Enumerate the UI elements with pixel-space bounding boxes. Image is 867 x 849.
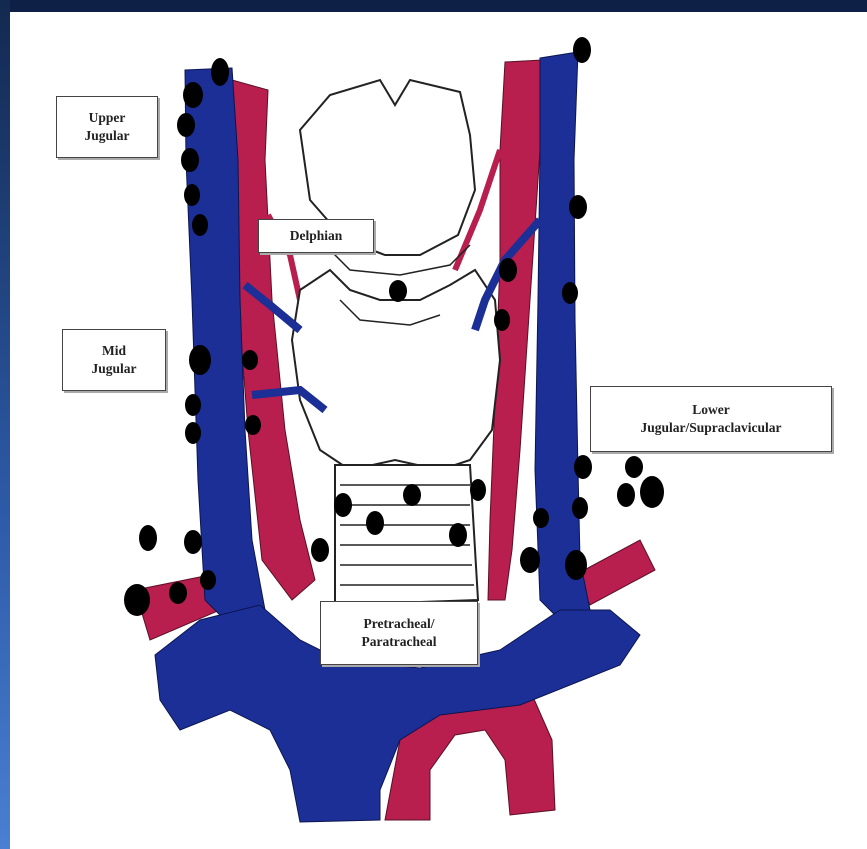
label-mid-jugular-line2: Jugular xyxy=(91,360,136,378)
label-lower-jugular-supraclavicular: Lower Jugular/Supraclavicular xyxy=(590,386,832,452)
label-mid-jugular: Mid Jugular xyxy=(62,329,166,391)
label-pretracheal-line2: Paratracheal xyxy=(362,633,437,651)
label-pretracheal-line1: Pretracheal/ xyxy=(364,615,435,633)
label-upper-jugular-line2: Jugular xyxy=(84,127,129,145)
right-internal-jugular-vein xyxy=(535,52,590,620)
label-mid-jugular-line1: Mid xyxy=(102,342,126,360)
label-lower-jugular-line1: Lower xyxy=(692,401,730,419)
label-upper-jugular-line1: Upper xyxy=(89,109,126,127)
label-delphian: Delphian xyxy=(258,219,374,253)
label-upper-jugular: Upper Jugular xyxy=(56,96,158,158)
label-delphian-line1: Delphian xyxy=(290,227,343,245)
label-pretracheal-paratracheal: Pretracheal/ Paratracheal xyxy=(320,601,478,665)
slide-top-border xyxy=(0,0,867,12)
thyroid-cartilage xyxy=(292,80,500,605)
slide-left-border xyxy=(0,0,10,849)
label-lower-jugular-line2: Jugular/Supraclavicular xyxy=(640,419,781,437)
diagram-canvas: Upper Jugular Delphian Mid Jugular Lower… xyxy=(10,12,867,849)
